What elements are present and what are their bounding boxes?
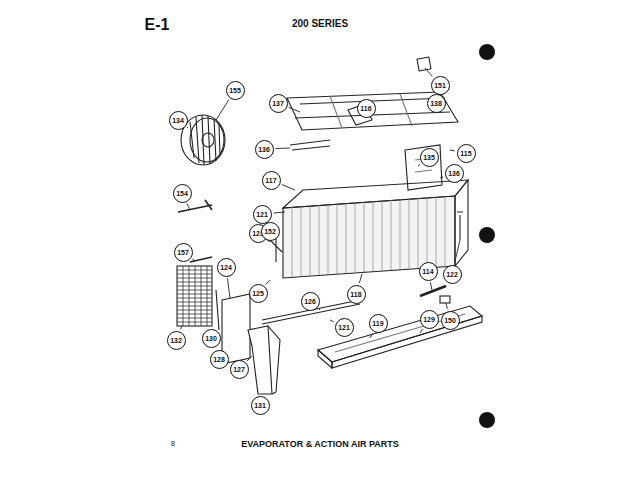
page-code: E-1 [145, 16, 170, 34]
leader-line [247, 356, 252, 361]
callout-number: 117 [262, 171, 281, 190]
callout-number: 121 [253, 205, 272, 224]
leader-line [282, 184, 295, 190]
leader-line [425, 68, 432, 76]
leader-line [420, 329, 423, 333]
leader-line [192, 259, 195, 261]
leader-line [430, 282, 432, 290]
leader-line [370, 333, 373, 338]
callout-number: 128 [210, 350, 229, 369]
callout-number: 154 [173, 184, 192, 203]
leader-line [273, 212, 285, 213]
leader-line [289, 107, 300, 112]
page-number: 8 [171, 440, 175, 447]
callout-number: 130 [202, 329, 221, 348]
leader-line [330, 320, 334, 322]
callout-number: 134 [169, 111, 188, 130]
series-title: 200 SERIES [292, 18, 348, 29]
callout-number: 124 [217, 258, 236, 277]
callout-number: 136 [255, 140, 274, 159]
leader-line [450, 150, 455, 152]
callout-number: 115 [457, 144, 476, 163]
callout-number: 132 [167, 331, 186, 350]
callout-number: 137 [269, 94, 288, 113]
leader-line [227, 278, 230, 298]
callout-number: 135 [420, 148, 439, 167]
leader-line [187, 203, 190, 210]
figure-caption: EVAPORATOR & ACTION AIR PARTS [241, 439, 399, 449]
leader-line [181, 326, 182, 329]
callout-number: 125 [249, 284, 268, 303]
callout-number: 157 [174, 243, 193, 262]
callout-number: 119 [369, 314, 388, 333]
leader-line [187, 127, 188, 129]
callout-number: 136 [445, 164, 464, 183]
callout-number: 114 [419, 262, 438, 281]
leader-line [446, 303, 447, 309]
leader-line [216, 100, 229, 120]
leader-line [455, 240, 460, 263]
callout-number: 155 [226, 81, 245, 100]
callout-number: 122 [443, 265, 462, 284]
leader-line [275, 148, 290, 150]
leader-line [319, 309, 320, 310]
callout-number: 116 [357, 99, 376, 118]
callout-number: 129 [420, 310, 439, 329]
callout-number: 151 [431, 76, 450, 95]
callout-number: 152 [261, 222, 280, 241]
callout-number: 127 [230, 360, 249, 379]
leader-line [266, 280, 270, 285]
callout-number: 138 [427, 94, 446, 113]
callout-number: 150 [441, 311, 460, 330]
leader-line [440, 177, 443, 178]
callout-number: 131 [251, 396, 270, 415]
callout-number: 121 [335, 318, 354, 337]
leader-line [359, 274, 362, 283]
callout-number: 126 [301, 292, 320, 311]
leader-line [418, 164, 420, 166]
callout-number: 118 [347, 285, 366, 304]
